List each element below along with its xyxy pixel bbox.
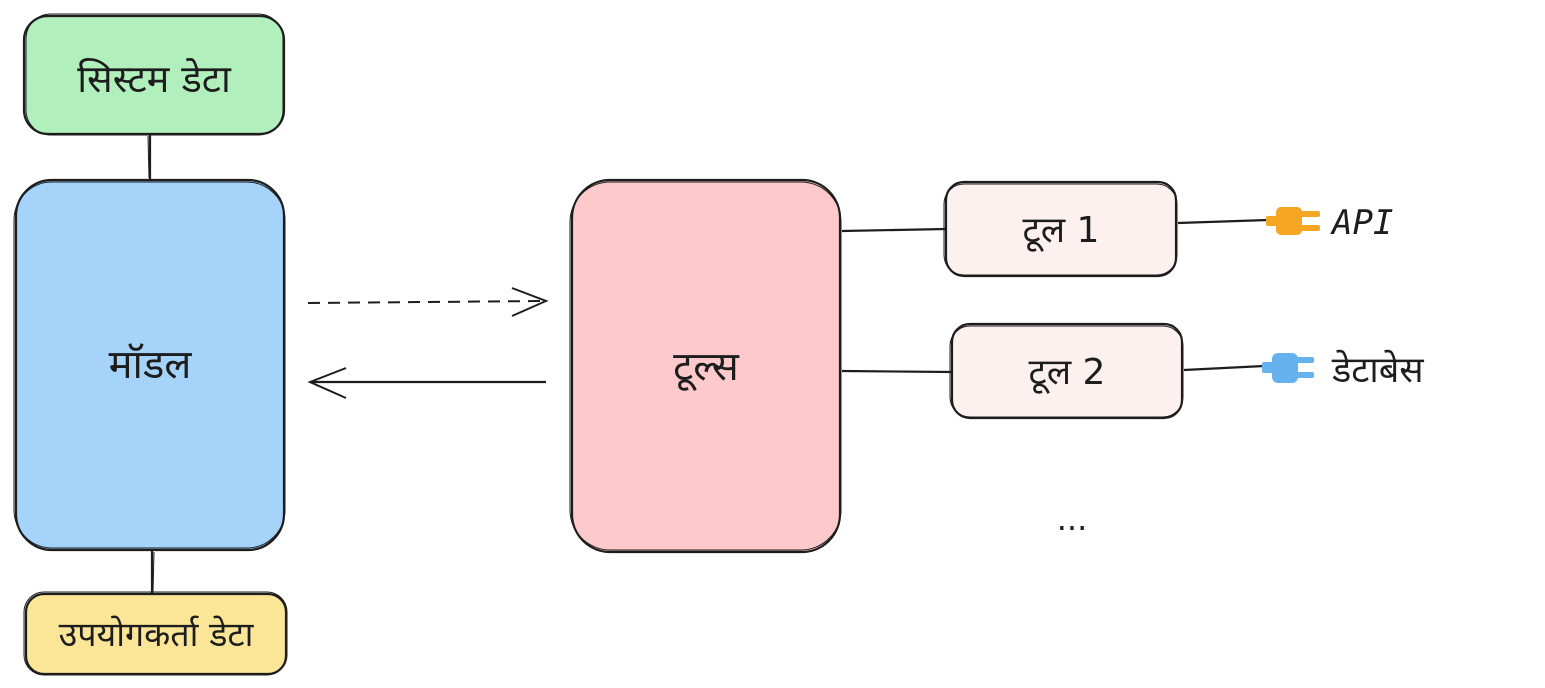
tools-to-tool2-connector bbox=[841, 369, 953, 374]
tool-2-box: टूल 2 bbox=[949, 322, 1184, 420]
tools-to-tool1-connector bbox=[841, 227, 947, 233]
model-to-tools-dashed-arrow bbox=[307, 287, 549, 317]
api-label: API bbox=[1330, 203, 1393, 243]
tool2-to-database-connector bbox=[1183, 364, 1265, 372]
more-tools-ellipsis: ... bbox=[1057, 500, 1088, 538]
tool-1-label: टूल 1 bbox=[1023, 210, 1100, 252]
tools-box: टूल्स bbox=[569, 178, 842, 554]
tool-1-box: टूल 1 bbox=[943, 180, 1178, 278]
system-to-model-connector bbox=[147, 134, 152, 180]
api-plug-icon bbox=[1266, 207, 1320, 235]
model-label: मॉडल bbox=[109, 342, 193, 388]
tools-label: टूल्स bbox=[673, 344, 740, 391]
tools-to-model-arrow bbox=[307, 367, 546, 399]
tool1-to-api-connector bbox=[1177, 218, 1269, 225]
database-label: डेटाबेस bbox=[1331, 349, 1424, 391]
system-data-label: सिस्टम डेटा bbox=[77, 57, 232, 101]
tool-2-label: टूल 2 bbox=[1029, 352, 1106, 394]
database-plug-icon bbox=[1262, 353, 1314, 383]
user-data-box: उपयोगकर्ता डेटा bbox=[23, 591, 288, 676]
system-data-box: सिस्टम डेटा bbox=[22, 13, 286, 136]
model-to-user-connector bbox=[150, 550, 155, 594]
user-data-label: उपयोगकर्ता डेटा bbox=[59, 615, 255, 655]
model-box: मॉडल bbox=[13, 178, 286, 552]
